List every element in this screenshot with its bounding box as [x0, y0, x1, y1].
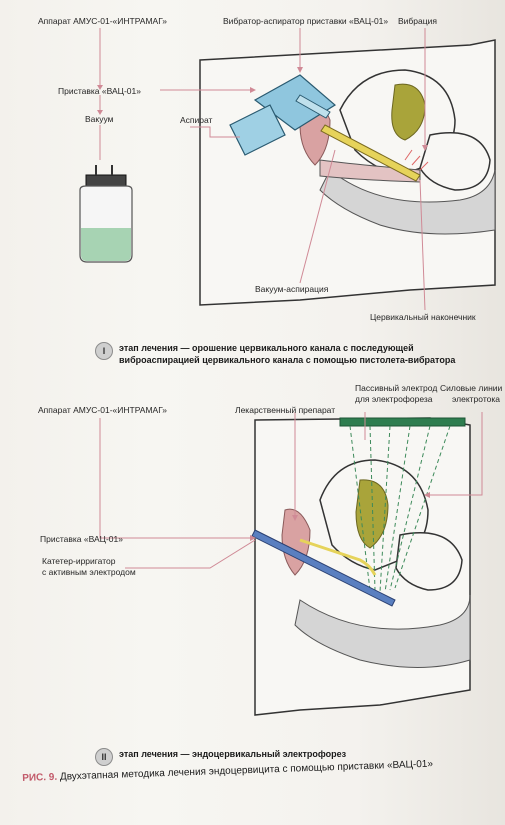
figure-stage-1	[0, 0, 505, 400]
labia-tissue-2	[282, 509, 310, 575]
uterus-outline-2	[320, 460, 428, 570]
stage-1-numeral: I	[95, 342, 113, 360]
label-vibrator: Вибратор-аспиратор приставки «ВАЦ-01»	[223, 16, 388, 26]
label-cervical-tip: Цервикальный наконечник	[370, 312, 476, 322]
label-amus-1: Аппарат АМУС-01-«ИНТРАМАГ»	[38, 16, 167, 26]
uterine-cavity-2	[356, 480, 388, 548]
leader-lines-stage-2	[100, 412, 482, 568]
label-aspirate: Аспират	[180, 115, 212, 125]
rectum-2	[396, 533, 462, 590]
body-silhouette-2	[255, 418, 470, 715]
figure-number: РИС. 9.	[22, 772, 57, 784]
label-catheter-2: с активным электродом	[42, 567, 136, 577]
stage-1-line-1: этап лечения — орошение цервикального ка…	[119, 342, 455, 354]
stage-2-numeral: II	[95, 748, 113, 766]
aspirate-bottle	[80, 165, 132, 262]
label-passive-electrode-1: Пассивный электрод	[355, 383, 437, 393]
stage-1-line-2: виброаспирацией цервикального канала с п…	[119, 354, 455, 366]
label-vacuum: Вакуум	[85, 114, 113, 124]
label-vacuum-aspiration: Вакуум-аспирация	[255, 284, 328, 294]
stage-2-line-1: этап лечения — эндоцервикальный электроф…	[119, 748, 346, 760]
label-field-lines-2: электротока	[452, 394, 500, 404]
label-drug: Лекарственный препарат	[235, 405, 335, 415]
thigh-shading-2	[295, 595, 470, 668]
stage-1-caption: I этап лечения — орошение цервикального …	[95, 342, 455, 366]
label-field-lines-1: Силовые линии	[440, 383, 502, 393]
label-catheter-1: Катетер-ирригатор	[42, 556, 115, 566]
arrow-heads-stage-2	[250, 492, 430, 541]
field-lines	[350, 426, 450, 592]
passive-electrode-plate	[340, 418, 465, 426]
label-pristavka-1: Приставка «ВАЦ-01»	[58, 86, 141, 96]
label-vibration: Вибрация	[398, 16, 437, 26]
label-amus-2: Аппарат АМУС-01-«ИНТРАМАГ»	[38, 405, 167, 415]
catheter	[252, 530, 395, 606]
catheter-tube-2	[300, 540, 375, 575]
label-pristavka-2: Приставка «ВАЦ-01»	[40, 534, 123, 544]
label-passive-electrode-2: для электрофореза	[355, 394, 433, 404]
